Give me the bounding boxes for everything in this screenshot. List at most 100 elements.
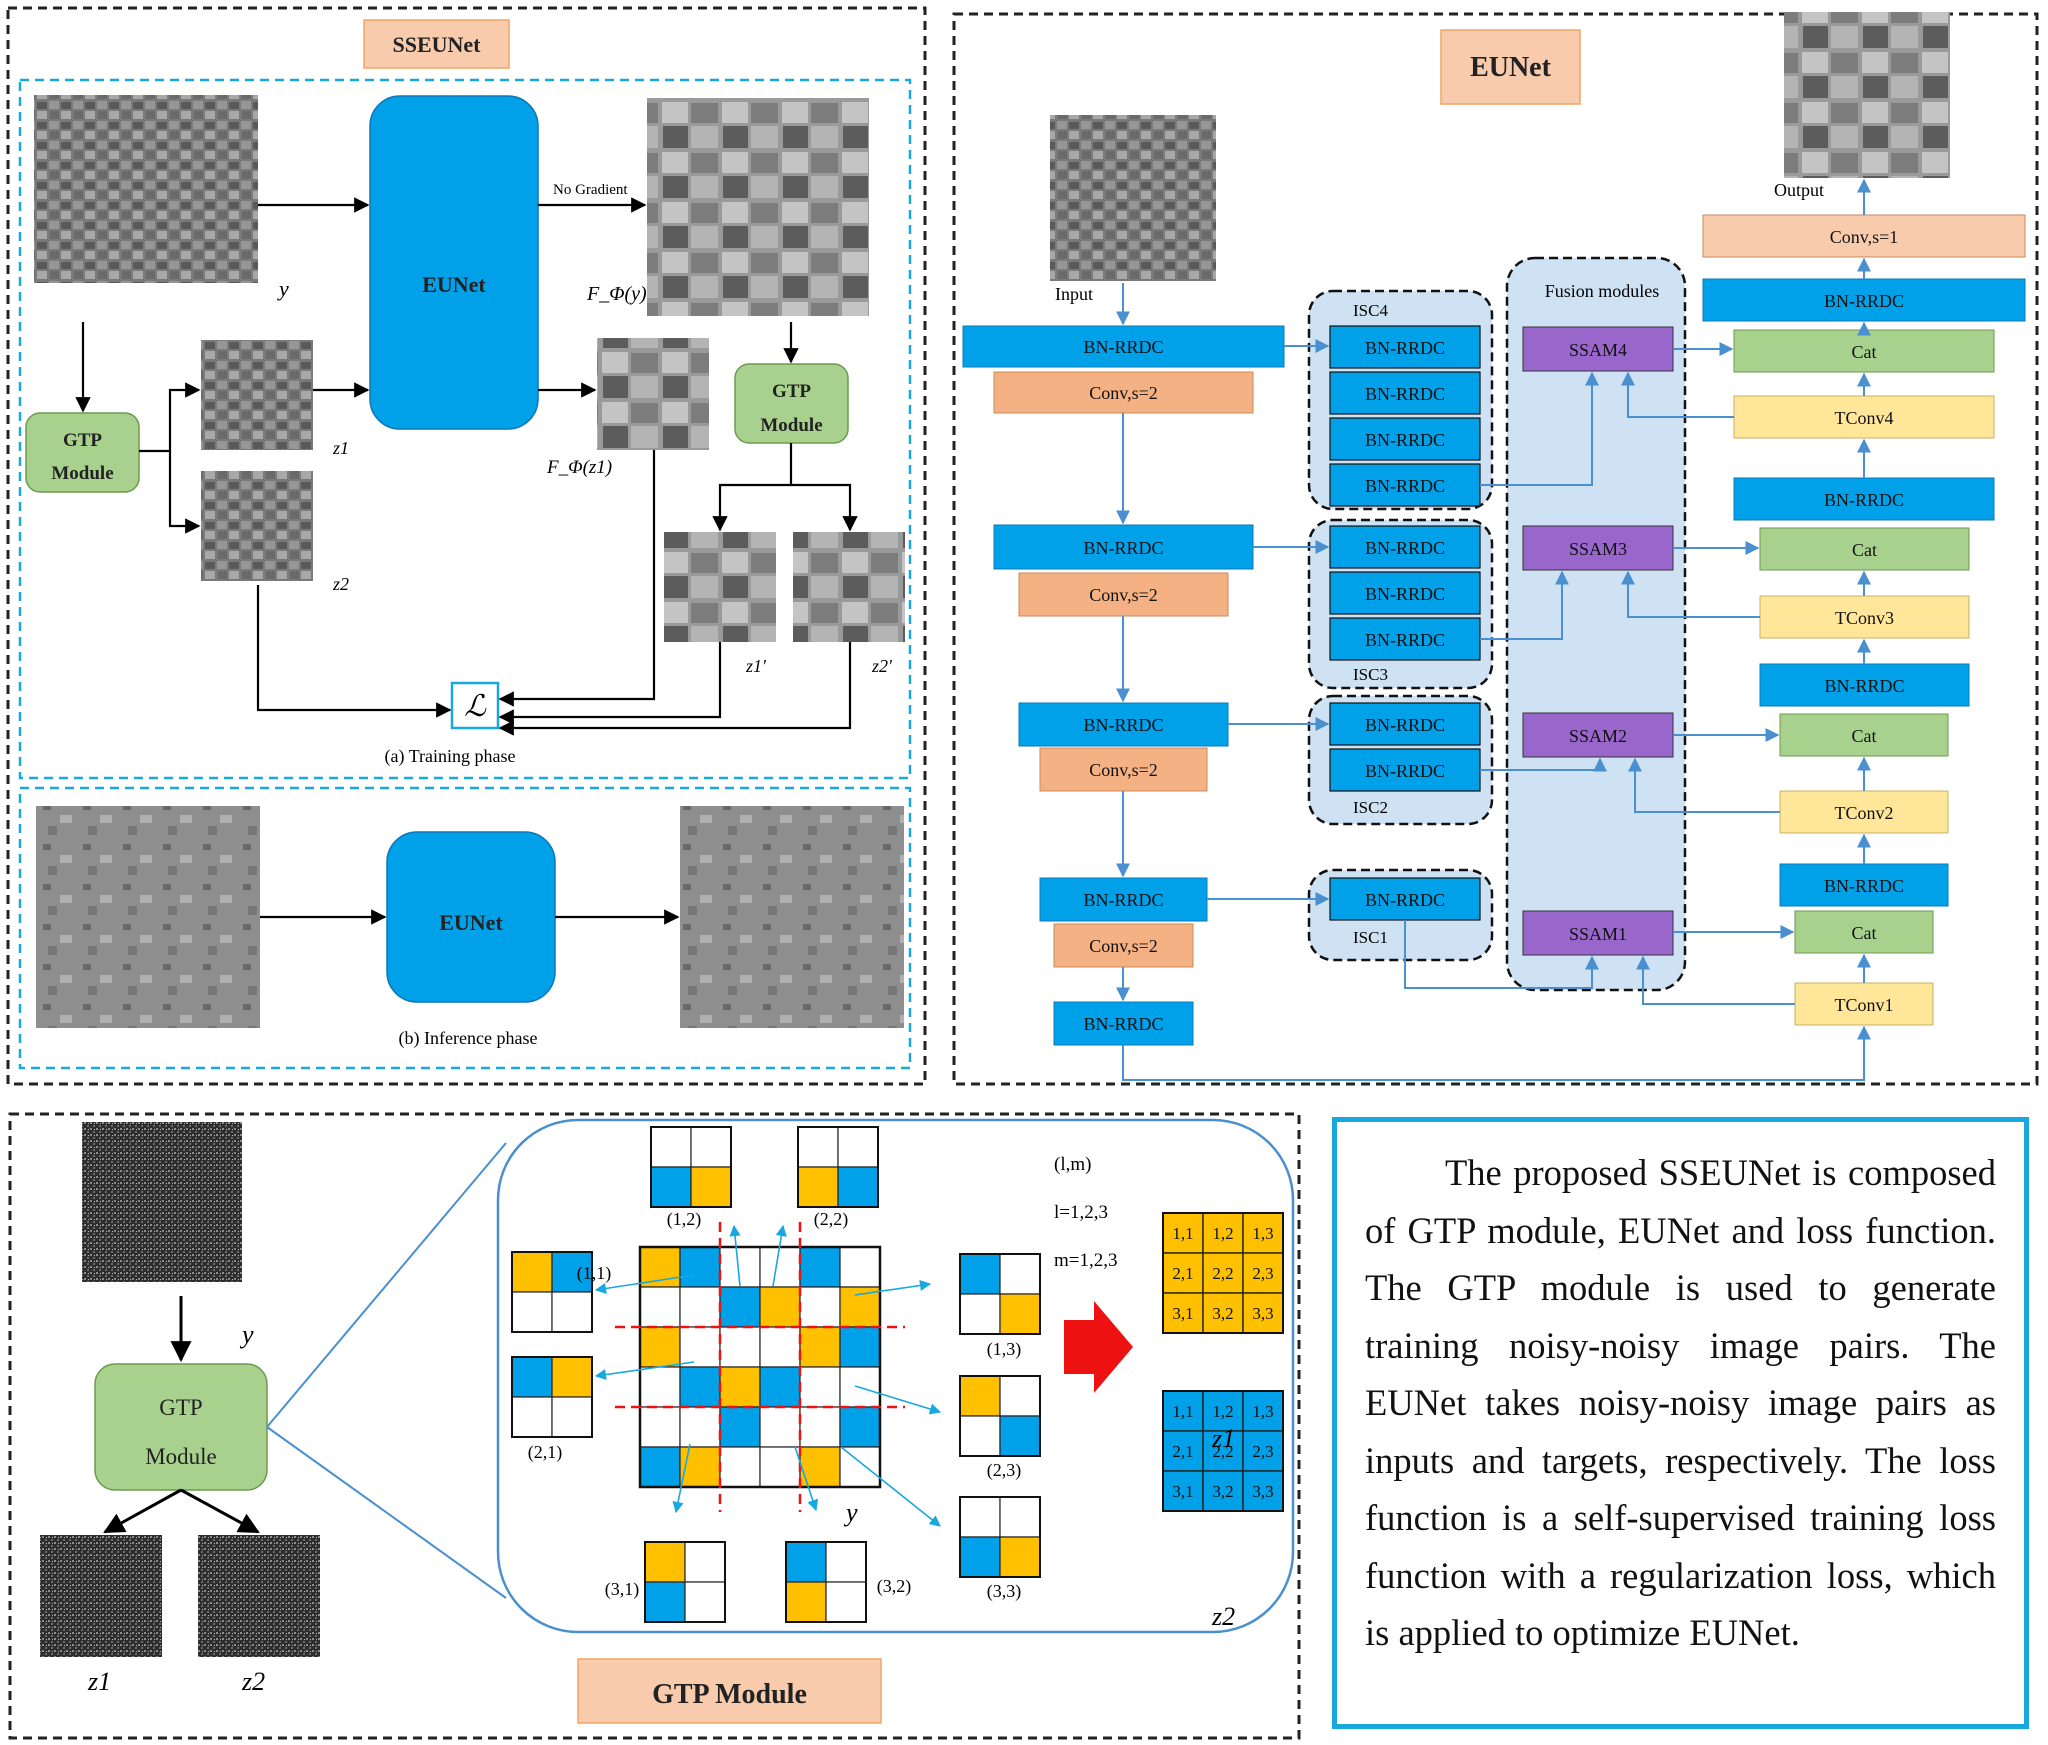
position-label: (2,3) [987, 1460, 1022, 1481]
denoised-image-fz1 [597, 338, 709, 450]
dec-cat-4-label: Cat [1852, 342, 1877, 362]
dec-cat-2-label: Cat [1852, 726, 1877, 746]
pattern-cell [511, 1356, 553, 1398]
training-region [18, 78, 912, 780]
pattern-cell [511, 1251, 553, 1293]
label-fy: F_Φ(y) [586, 283, 647, 305]
training-caption: (a) Training phase [385, 746, 516, 767]
grid-cell [799, 1246, 841, 1288]
dec-conv-s1 [1702, 214, 2026, 258]
isc4-bn-1 [1329, 325, 1481, 369]
sampling-arrow [794, 1446, 819, 1512]
grid-cell [639, 1286, 681, 1328]
zoom-line-bottom [266, 1426, 507, 1599]
isc3-bn-2 [1329, 571, 1481, 615]
image-z1-prime [664, 532, 776, 642]
enc-bn-rrdc-3-label: BN-RRDC [1083, 715, 1163, 735]
image-z1 [201, 340, 313, 450]
z1-grid-label: 3,3 [1252, 1304, 1273, 1323]
z1-grid-label: 2,2 [1212, 1264, 1233, 1283]
ssam2 [1522, 712, 1674, 758]
sampling-arrow [729, 1224, 741, 1287]
z1-grid-label: 1,1 [1172, 1224, 1193, 1243]
label-z1-prime: z1' [745, 656, 767, 676]
enc-bn-rrdc-5-label: BN-RRDC [1083, 1014, 1163, 1034]
gtp-image-z1 [40, 1535, 162, 1657]
pattern-block [785, 1541, 867, 1623]
enc-bn-rrdc-2-label: BN-RRDC [1083, 538, 1163, 558]
grid-cell [839, 1326, 881, 1368]
sseunet-border [6, 6, 927, 1086]
position-label: (3,1) [605, 1579, 640, 1600]
description-text: The proposed SSEUNet is composed of GTP … [1365, 1152, 1996, 1653]
gtp-border [8, 1112, 1301, 1740]
dec-bn-rrdc-1-label: BN-RRDC [1824, 291, 1904, 311]
gtp-title: GTP Module [652, 1679, 807, 1710]
sampling-arrow [594, 1274, 695, 1295]
grid-cell [719, 1446, 761, 1488]
z1-grid-label: 1,3 [1252, 1224, 1273, 1243]
pattern-cell [999, 1415, 1041, 1457]
gtp-module-left-l2: Module [51, 463, 113, 484]
fusion-modules-label: Fusion modules [1545, 281, 1660, 301]
dec-tconv-1-label: TConv1 [1834, 995, 1893, 1015]
gtp-image-z2 [198, 1535, 320, 1657]
enc-conv-2 [1018, 572, 1229, 617]
pattern-cell [959, 1536, 1001, 1578]
label-z1: z1 [332, 438, 349, 458]
pattern-block [959, 1496, 1041, 1578]
eunet-arrows [1116, 178, 1871, 1081]
gtp-label-z1: z1 [87, 1667, 111, 1696]
grid-cell [759, 1326, 801, 1368]
loss-symbol: ℒ [464, 690, 487, 723]
grid-cell [719, 1406, 761, 1448]
pattern-cell [999, 1253, 1041, 1295]
isc2-bn-1 [1329, 702, 1481, 746]
z2-grid-label: 3,2 [1212, 1482, 1233, 1501]
eunet-title-box [1440, 29, 1581, 105]
enc-bn-rrdc-1 [962, 325, 1285, 368]
pattern-cell [999, 1496, 1041, 1538]
ssam4 [1522, 326, 1674, 372]
isc3-bn-1 [1329, 525, 1481, 569]
ssam3-label: SSAM3 [1569, 539, 1627, 559]
grid-cell [679, 1246, 721, 1288]
isc4-bn-1-label: BN-RRDC [1365, 338, 1445, 358]
isc2-label: ISC2 [1353, 798, 1388, 817]
gtp-lm-label: (l,m) [1054, 1154, 1091, 1175]
position-label: (3,2) [877, 1576, 912, 1597]
dec-tconv-2 [1779, 790, 1949, 834]
sseunet-title: SSEUNet [392, 32, 481, 57]
dec-bn-rrdc-3-label: BN-RRDC [1824, 676, 1904, 696]
pattern-block [650, 1126, 732, 1208]
z1-grid-label: 3,2 [1212, 1304, 1233, 1323]
position-label: (1,1) [577, 1263, 612, 1284]
z1-grid-label: 3,1 [1172, 1304, 1193, 1323]
pattern-cell [959, 1415, 1001, 1457]
enc-conv-3-label: Conv,s=2 [1089, 760, 1158, 780]
sampling-arrow [840, 1446, 941, 1527]
isc2-bn-1-label: BN-RRDC [1365, 715, 1445, 735]
isc3-bn-3 [1329, 617, 1481, 661]
isc4-bn-3-label: BN-RRDC [1365, 430, 1445, 450]
gtp-module-box [94, 1363, 268, 1491]
ssam4-label: SSAM4 [1569, 340, 1627, 360]
gtp-label-z2: z2 [241, 1667, 265, 1696]
label-no-gradient: No Gradient [553, 182, 628, 198]
pattern-cell [959, 1253, 1001, 1295]
eunet-panel: EUNet Input Output Fusion modules ISC4 I… [952, 12, 2039, 1086]
grid-cell [799, 1286, 841, 1328]
grid-cell [799, 1326, 841, 1368]
pattern-block [797, 1126, 879, 1208]
grid-cell [679, 1446, 721, 1488]
dec-tconv-1 [1794, 982, 1934, 1026]
pattern-block [959, 1253, 1041, 1335]
grid-cell [759, 1366, 801, 1408]
dec-cat-4 [1733, 329, 1995, 373]
position-label: (3,3) [987, 1581, 1022, 1602]
enc-conv-4 [1053, 923, 1194, 968]
label-z2-prime: z2' [871, 656, 893, 676]
gtp-result-z2: z2 [1211, 1602, 1235, 1631]
pattern-cell [959, 1375, 1001, 1417]
